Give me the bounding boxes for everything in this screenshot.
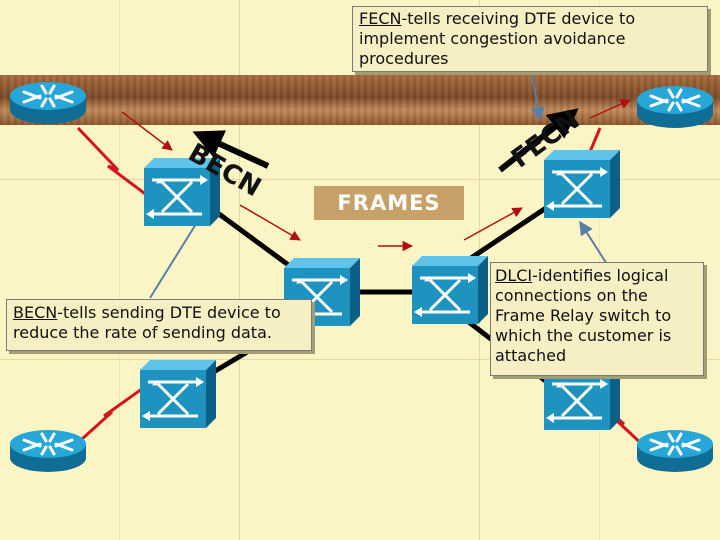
frames-label: FRAMES <box>314 186 464 220</box>
router-icon <box>635 84 715 130</box>
becn-callout: BECN-tells sending DTE device to reduce … <box>6 299 312 351</box>
dlci-callout: DLCI-identifies logical connections on t… <box>490 262 704 376</box>
fecn-term: FECN <box>359 9 402 28</box>
fecn-description: -tells receiving DTE device to implement… <box>359 9 636 68</box>
frame-relay-switch-icon <box>542 148 622 220</box>
dlci-term: DLCI <box>495 266 533 285</box>
frame-relay-switch-icon <box>410 254 490 326</box>
header-band <box>0 75 720 125</box>
frame-arrows <box>121 99 631 252</box>
becn-description: -tells sending DTE device to reduce the … <box>13 303 281 342</box>
router-icon <box>8 80 88 126</box>
fecn-arrow <box>498 108 579 173</box>
dlci-description: -identifies logical connections on the F… <box>495 266 672 365</box>
becn-term: BECN <box>13 303 58 322</box>
router-icon <box>635 428 715 474</box>
frame-relay-switch-icon <box>138 358 218 430</box>
fecn-callout: FECN-tells receiving DTE device to imple… <box>352 6 708 72</box>
becn-arrow <box>192 130 270 169</box>
router-icon <box>8 428 88 474</box>
